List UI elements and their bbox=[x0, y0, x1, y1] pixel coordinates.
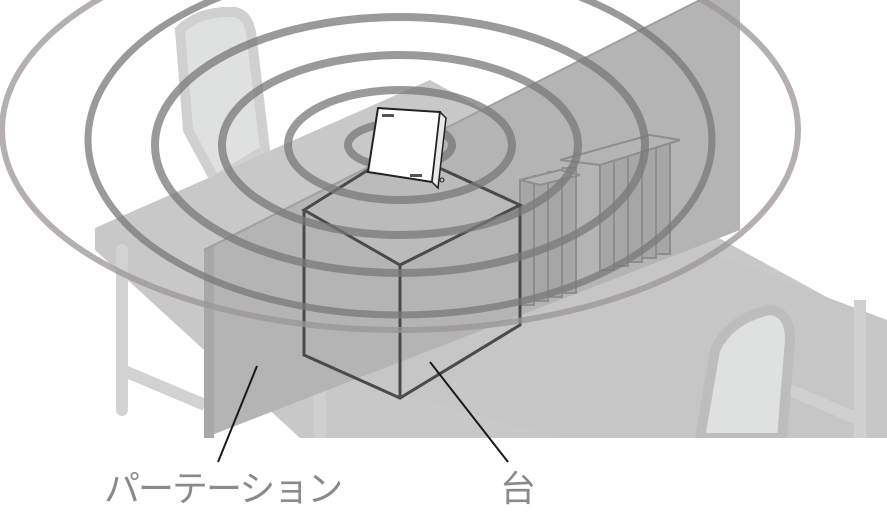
binders bbox=[519, 133, 681, 306]
stand-label: 台 bbox=[500, 469, 536, 510]
front-chair bbox=[694, 304, 796, 438]
partition-label: パーテーション bbox=[104, 469, 343, 510]
partition-leader-line bbox=[217, 365, 258, 463]
signal-rings bbox=[0, 0, 801, 333]
stand-leader-line bbox=[429, 361, 509, 463]
access-point-device bbox=[366, 106, 447, 190]
